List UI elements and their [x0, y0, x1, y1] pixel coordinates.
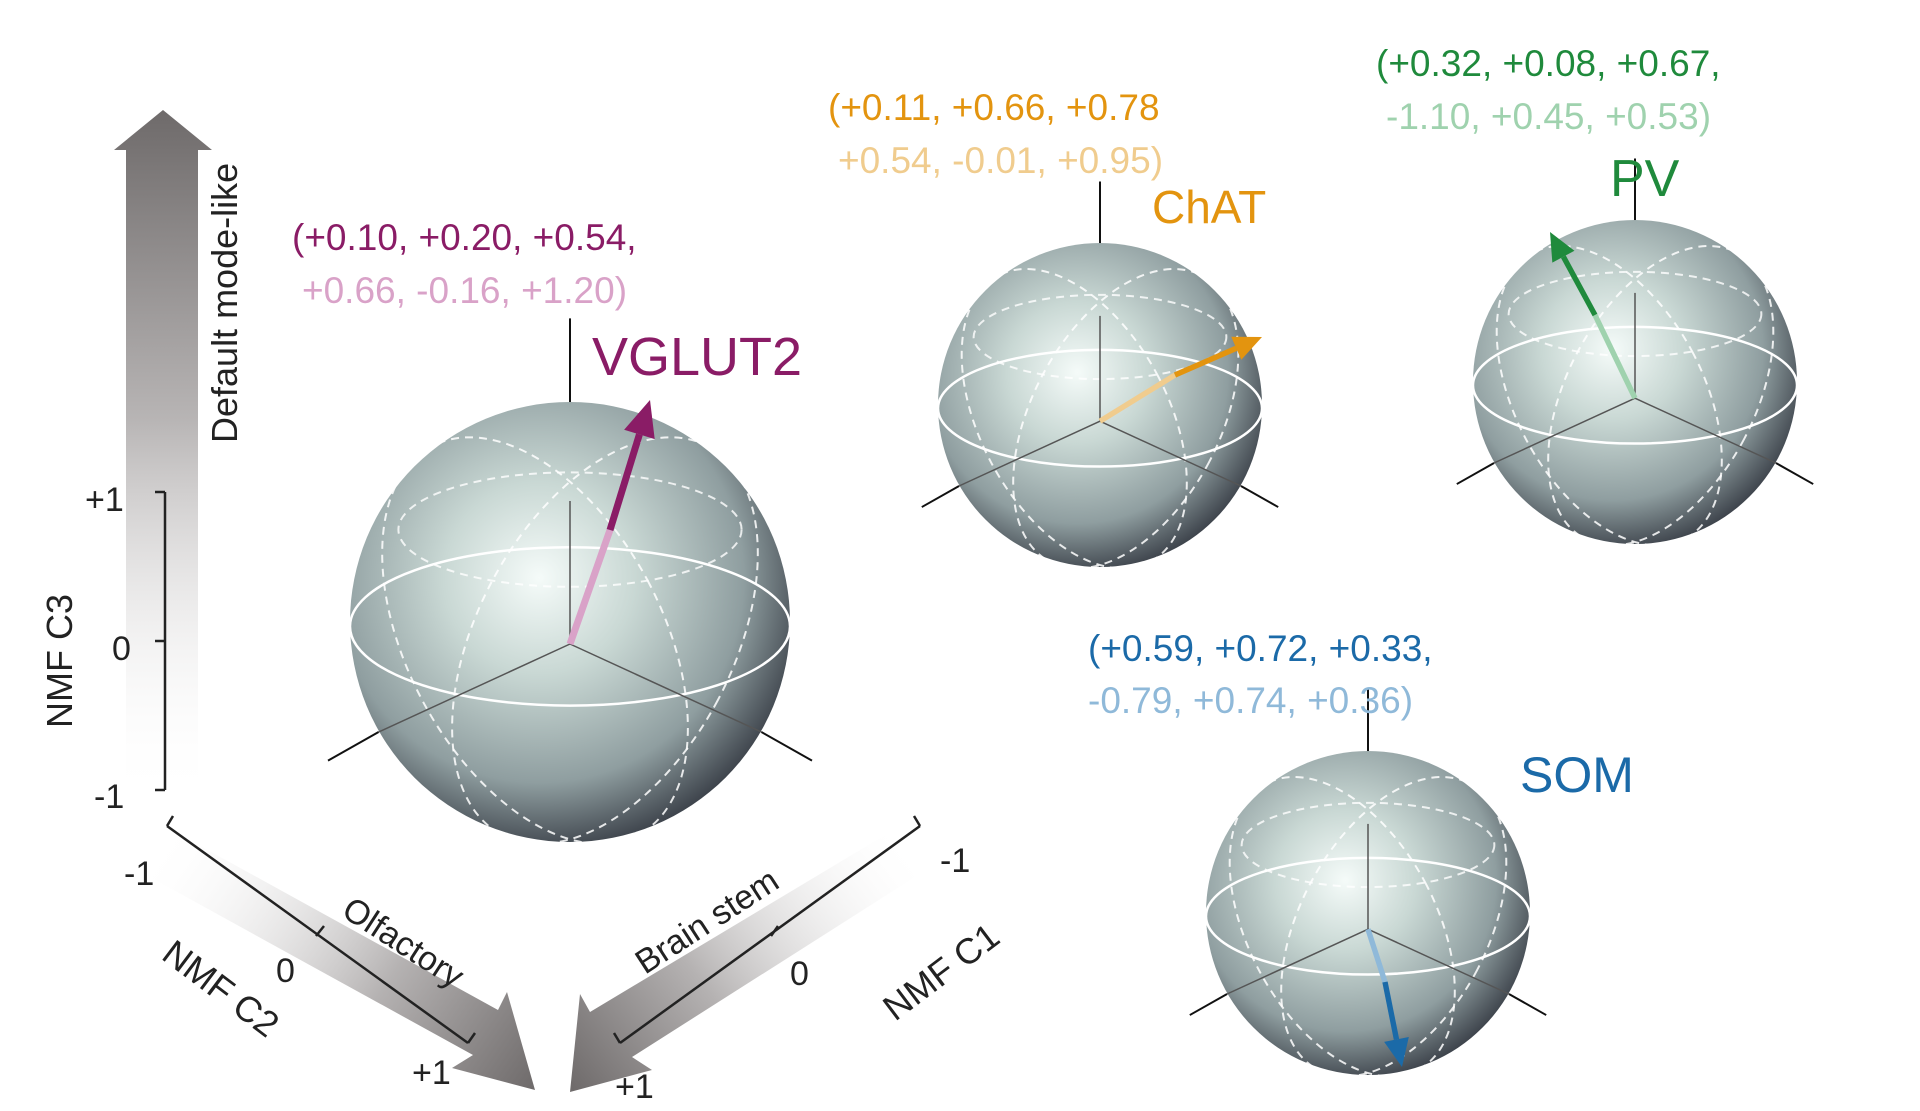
inner-y-axis: [1634, 397, 1777, 464]
inner-y-axis: [1367, 928, 1510, 995]
vglut2-vector-dark: [606, 433, 643, 532]
som-vector-head: [1384, 1036, 1409, 1067]
olfactory-arrow: [150, 832, 535, 1090]
c2-axis-label: NMF C2: [155, 932, 287, 1045]
pv-vector-dark: [1561, 255, 1598, 317]
chat-vector-light: [1098, 372, 1177, 424]
som-values-line2: -0.79, +0.74, +0.36): [1088, 680, 1413, 721]
c2-tick-zero: 0: [276, 952, 295, 990]
x-axis-line: [921, 485, 960, 508]
c1-tick-plus1: +1: [615, 1068, 654, 1106]
y-axis-line: [1508, 993, 1547, 1016]
vglut2-values-line2: +0.66, -0.16, +1.20): [302, 270, 627, 311]
som-sphere: [1189, 689, 1547, 1078]
x-axis-line: [1189, 993, 1228, 1016]
c3-tick-minus1: -1: [94, 778, 124, 816]
chat-vector-head: [1231, 336, 1262, 360]
vglut2-vector-head: [624, 400, 655, 440]
sphere-meridian: [960, 268, 1188, 570]
c2-tick-minus1: -1: [124, 855, 154, 893]
vglut2-values-line1: (+0.10, +0.20, +0.54,: [292, 217, 637, 258]
chat-values-line2: +0.54, -0.01, +0.95): [838, 140, 1163, 181]
c3-axis-label: NMF C3: [39, 594, 80, 728]
som-labels: (+0.59, +0.72, +0.33, -0.79, +0.74, +0.3…: [1088, 628, 1634, 803]
default-mode-label: Default mode-like: [204, 163, 245, 443]
brain-stem-arrow: [570, 832, 915, 1092]
c3-tick-plus1: +1: [85, 481, 124, 519]
inner-x-axis: [378, 643, 571, 733]
x-axis-line: [1456, 462, 1495, 485]
c1-scale: [612, 815, 922, 1045]
c1-tick-zero: 0: [790, 955, 809, 993]
chat-values-line1: (+0.11, +0.66, +0.78: [828, 87, 1160, 128]
sphere-meridian: [1495, 245, 1723, 547]
pv-vector-light: [1592, 313, 1638, 400]
som-vector-light: [1365, 928, 1388, 983]
pv-vector-head: [1550, 232, 1575, 263]
c3-tick-zero: 0: [112, 630, 131, 668]
chat-vector-dark: [1173, 345, 1238, 378]
pv-values-line2: -1.10, +0.45, +0.53): [1386, 96, 1711, 137]
sphere-meridian: [451, 436, 759, 845]
inner-x-axis: [1493, 397, 1636, 464]
vglut2-name: VGLUT2: [592, 327, 802, 387]
inner-y-axis: [1099, 420, 1242, 487]
sphere-panels: [327, 158, 1814, 1078]
vglut2-vector-light: [566, 528, 614, 646]
pv-sphere: [1456, 158, 1814, 547]
c1-tick-minus1: -1: [940, 842, 970, 880]
som-name: SOM: [1520, 747, 1634, 803]
y-axis-line: [760, 731, 813, 762]
pv-name: PV: [1610, 150, 1680, 208]
chat-sphere: [921, 181, 1279, 570]
vglut2-sphere: [327, 318, 813, 845]
chat-name: ChAT: [1152, 181, 1266, 233]
inner-x-axis: [958, 420, 1101, 487]
y-axis-line: [1240, 485, 1279, 508]
sphere-meridian: [1228, 776, 1456, 1078]
c2-tick-plus1: +1: [412, 1054, 451, 1092]
som-values-line1: (+0.59, +0.72, +0.33,: [1088, 628, 1433, 669]
c3-scale: [155, 490, 167, 792]
som-vector-dark: [1382, 981, 1400, 1040]
default-mode-arrow: [114, 110, 212, 800]
chat-labels: (+0.11, +0.66, +0.78 +0.54, -0.01, +0.95…: [828, 87, 1266, 233]
sphere-parallel: [397, 471, 743, 588]
vglut2-labels: (+0.10, +0.20, +0.54, +0.66, -0.16, +1.2…: [292, 217, 802, 387]
c2-scale: [165, 815, 477, 1045]
x-axis-line: [327, 731, 380, 762]
inner-y-axis: [569, 643, 762, 733]
pv-values-line1: (+0.32, +0.08, +0.67,: [1376, 43, 1721, 84]
pv-labels: (+0.32, +0.08, +0.67, -1.10, +0.45, +0.5…: [1376, 43, 1721, 208]
inner-x-axis: [1226, 928, 1369, 995]
y-axis-line: [1775, 462, 1814, 485]
c1-axis-label: NMF C1: [875, 915, 1007, 1028]
